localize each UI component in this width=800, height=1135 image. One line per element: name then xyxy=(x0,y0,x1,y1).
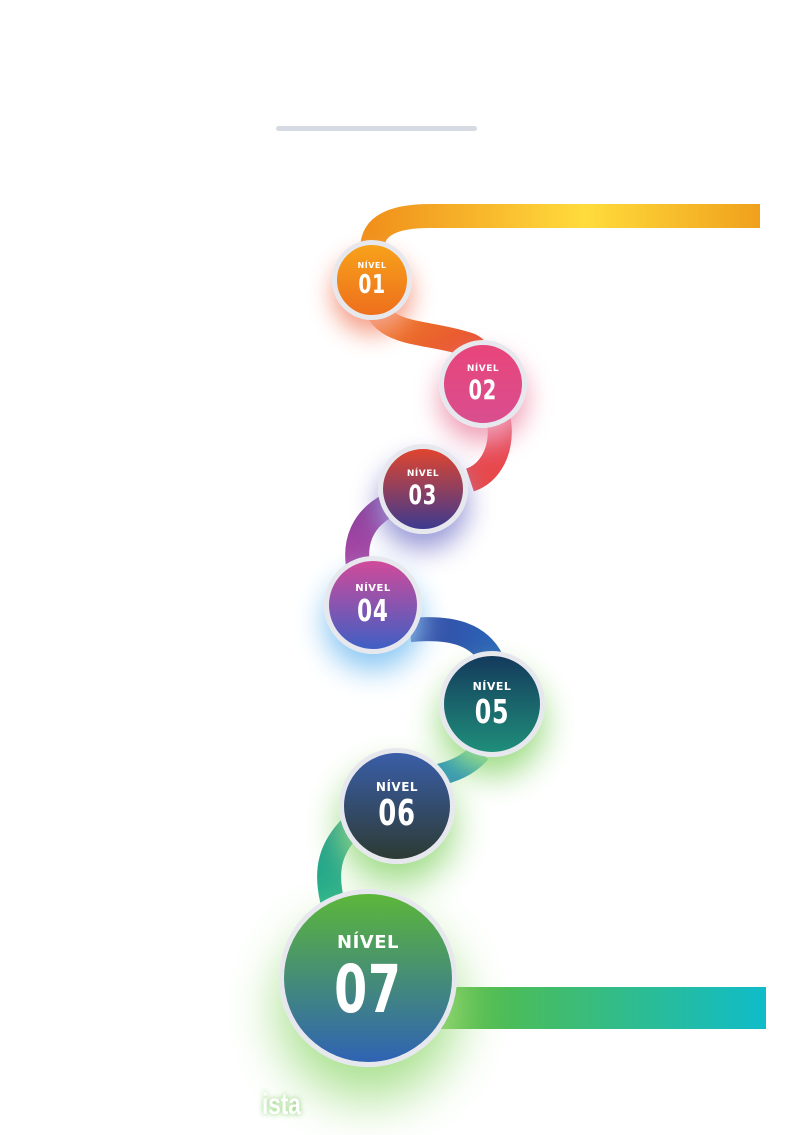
path-bottom-bar xyxy=(440,987,766,1029)
level-number: 04 xyxy=(357,593,389,629)
level-number: 01 xyxy=(358,270,386,300)
level-label: NÍVEL xyxy=(406,468,440,479)
level-number: 06 xyxy=(378,792,416,834)
level-number: 02 xyxy=(468,374,498,406)
level-number: 03 xyxy=(408,479,438,511)
level-label: NÍVEL xyxy=(355,582,391,594)
level-number: 05 xyxy=(474,691,510,731)
level-number: 07 xyxy=(334,950,402,1028)
level-label: NÍVEL xyxy=(472,679,512,693)
title-divider xyxy=(276,126,477,131)
footer-text: ista xyxy=(262,1088,301,1121)
level-label: NÍVEL xyxy=(357,261,387,270)
level-label: NÍVEL xyxy=(375,779,419,794)
level-label: NÍVEL xyxy=(466,363,500,374)
level-label: NÍVEL xyxy=(337,931,399,953)
path-top-bar xyxy=(360,204,760,251)
